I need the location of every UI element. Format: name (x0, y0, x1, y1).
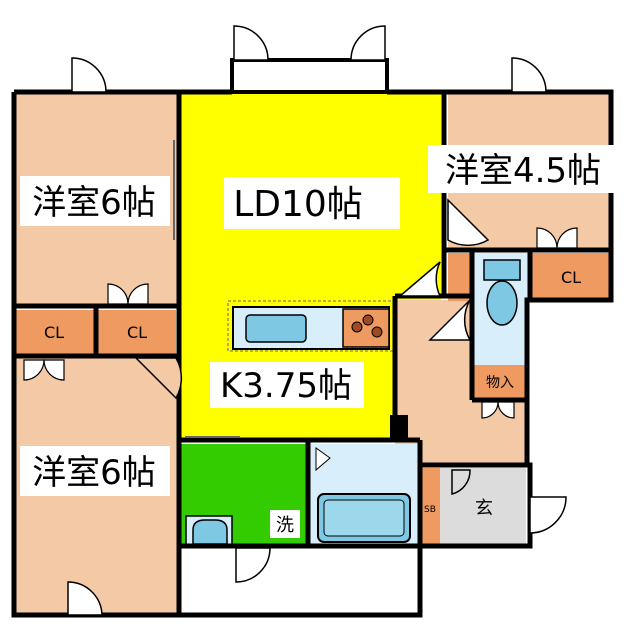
room-label-western-top-left: 洋室6帖 (32, 183, 156, 223)
toilet-tank (483, 259, 521, 281)
kitchen-sink (245, 314, 307, 343)
wash-basin-bowl (192, 519, 228, 545)
closet-label-left-b: CL (127, 323, 147, 342)
shoe-box-label: SB (424, 505, 436, 515)
closet-label-left-a: CL (44, 323, 64, 342)
walls (11, 58, 614, 618)
closet-label-right: CL (561, 268, 581, 287)
room-label-western-top-right: 洋室4.5帖 (445, 151, 601, 191)
closet-doors (23, 227, 578, 419)
label-bg (428, 145, 614, 193)
label-bg (270, 510, 300, 538)
label-bg (20, 446, 170, 496)
toilet-bowl (486, 280, 518, 326)
room-label-living-dining: LD10帖 (233, 184, 363, 225)
entrance-label: 玄 (475, 498, 493, 519)
label-bg (20, 176, 170, 226)
label-bg (210, 362, 364, 408)
burner (351, 321, 363, 333)
stove (342, 308, 390, 348)
shoe-box (420, 468, 440, 546)
room-label-western-bottom-left: 洋室6帖 (32, 453, 156, 493)
storage-label: 物入 (486, 375, 514, 391)
room-label-kitchen: K3.75帖 (220, 366, 352, 406)
closet-right (532, 253, 611, 301)
bath-door (315, 447, 331, 472)
bathtub-inner (323, 499, 405, 537)
closet-left-b (98, 310, 176, 354)
label-bg (224, 177, 400, 229)
door-swings (67, 25, 567, 616)
closet-left-a (14, 310, 94, 354)
washroom-label: 洗 (276, 515, 294, 536)
wall-pillar (390, 415, 408, 440)
burner (371, 326, 383, 338)
burner (362, 314, 374, 326)
storage-closet (474, 365, 526, 398)
